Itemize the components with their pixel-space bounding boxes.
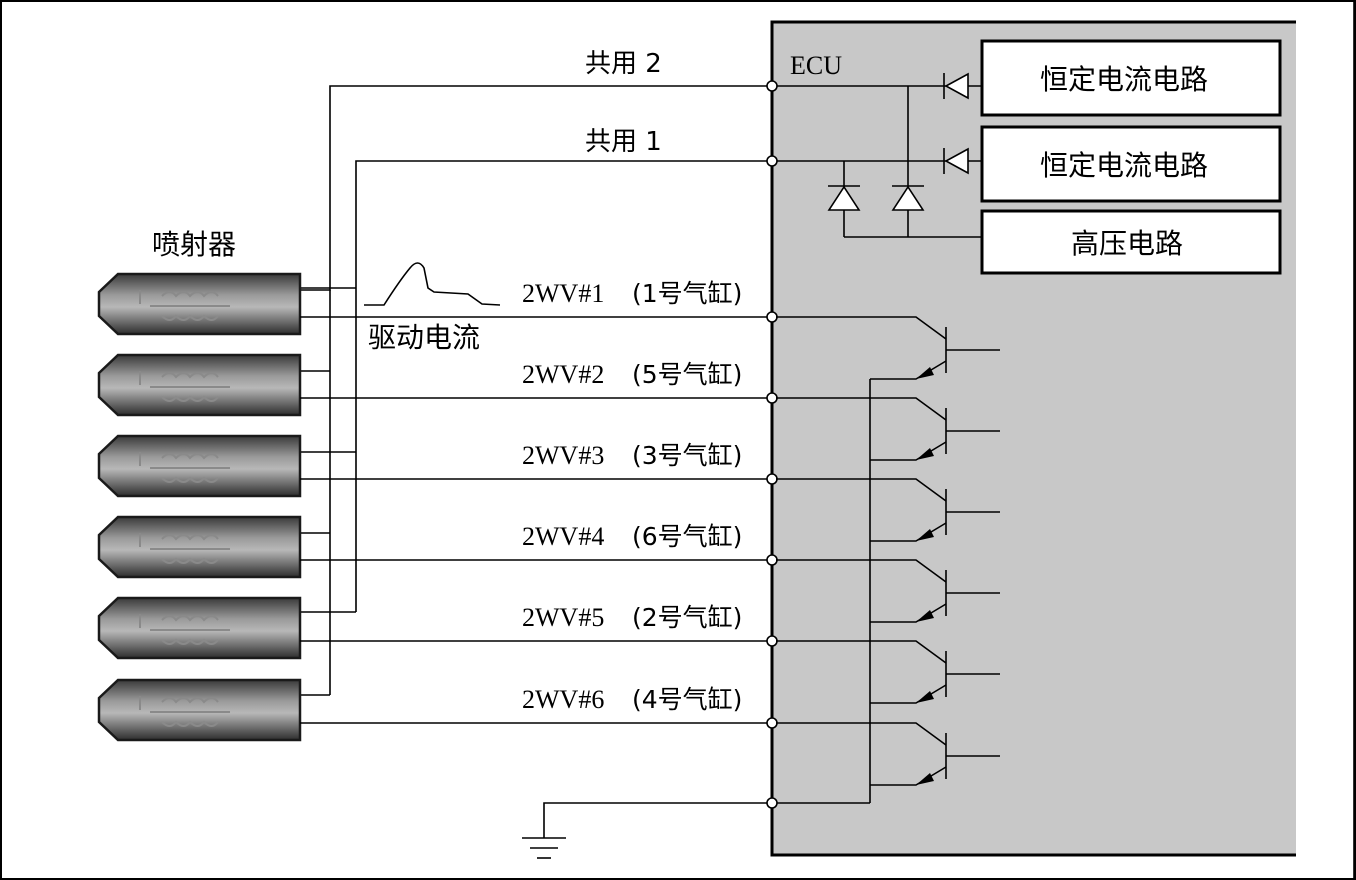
injector-3 [97, 434, 302, 498]
ecu-terminal [766, 797, 778, 809]
circuit-label: 恒定电流电路 [1040, 149, 1208, 182]
ecu-terminal [766, 80, 778, 92]
ground-icon [522, 837, 566, 859]
injectors-label: 喷射器 [152, 228, 236, 261]
channel-2wv-5: 2WV#5 (2号气缸) [300, 603, 778, 647]
transistor-2 [776, 397, 1000, 461]
ecu-terminal [766, 635, 778, 647]
injector-coil [139, 290, 230, 321]
channel-2wv-4: 2WV#4 (6号气缸) [300, 522, 778, 566]
ecu-terminal [766, 717, 778, 729]
transistor-4 [776, 559, 1000, 623]
drive-current-label: 驱动电流 [368, 321, 480, 354]
injector-6 [97, 678, 302, 742]
injector-4 [97, 515, 302, 579]
injector-coil [139, 696, 230, 727]
diode-symbol [943, 72, 969, 100]
injector-coil [139, 371, 230, 402]
ecu-terminal [766, 155, 778, 167]
channel-name: 2WV#1 [522, 279, 604, 308]
transistor-1 [776, 316, 1000, 380]
common-1-label: 共用 1 [585, 127, 662, 157]
circuit-box-constant-current-2: 恒定电流电路 [980, 125, 1282, 203]
injector-2 [97, 353, 302, 417]
channel-cylinder: (3号气缸) [632, 441, 742, 470]
common-bus-2: 共用 2 [300, 49, 778, 696]
circuit-label: 恒定电流电路 [1040, 63, 1208, 96]
ecu-terminal [766, 554, 778, 566]
channel-2wv-2: 2WV#2 (5号气缸) [300, 360, 778, 404]
channel-2wv-1: 2WV#1 (1号气缸) [300, 279, 778, 323]
ecu-panel-right-mask [1296, 18, 1354, 860]
channel-2wv-6: 2WV#6 (4号气缸) [300, 685, 778, 729]
drive-current-waveform [364, 262, 501, 306]
transistor-3 [776, 478, 1000, 542]
diode-symbol [943, 147, 969, 175]
transistor-switches [776, 316, 1000, 803]
transistor-5 [776, 640, 1000, 704]
circuit-box-constant-current-1: 恒定电流电路 [980, 39, 1282, 117]
injector-coil [139, 452, 230, 483]
diode-symbol [891, 185, 925, 211]
ground-connection [522, 797, 870, 859]
common-bus-1: 共用 1 [300, 127, 778, 613]
circuit-box-high-voltage: 高压电路 [980, 209, 1282, 275]
channel-name: 2WV#2 [522, 360, 604, 389]
channel-name: 2WV#3 [522, 441, 604, 470]
ecu-supply-network [776, 72, 982, 238]
channel-cylinder: (5号气缸) [632, 360, 742, 389]
injector-5 [97, 596, 302, 660]
channel-name: 2WV#4 [522, 522, 604, 551]
circuit-label: 高压电路 [1071, 227, 1183, 260]
diode-symbol [827, 185, 861, 211]
ecu-terminal [766, 392, 778, 404]
channel-cylinder: (1号气缸) [632, 279, 742, 308]
transistor-6 [776, 722, 1000, 786]
channel-cylinder: (2号气缸) [632, 603, 742, 632]
ecu-label: ECU [790, 51, 842, 80]
common-2-label: 共用 2 [585, 49, 662, 79]
ecu-terminal [766, 311, 778, 323]
channel-name: 2WV#5 [522, 603, 604, 632]
injector-1 [97, 272, 302, 336]
injector-coil [139, 614, 230, 645]
channel-cylinder: (6号气缸) [632, 522, 742, 551]
channel-name: 2WV#6 [522, 685, 604, 714]
channel-cylinder: (4号气缸) [632, 685, 742, 714]
injector-coil [139, 533, 230, 564]
ecu-terminal [766, 473, 778, 485]
channel-2wv-3: 2WV#3 (3号气缸) [300, 441, 778, 485]
